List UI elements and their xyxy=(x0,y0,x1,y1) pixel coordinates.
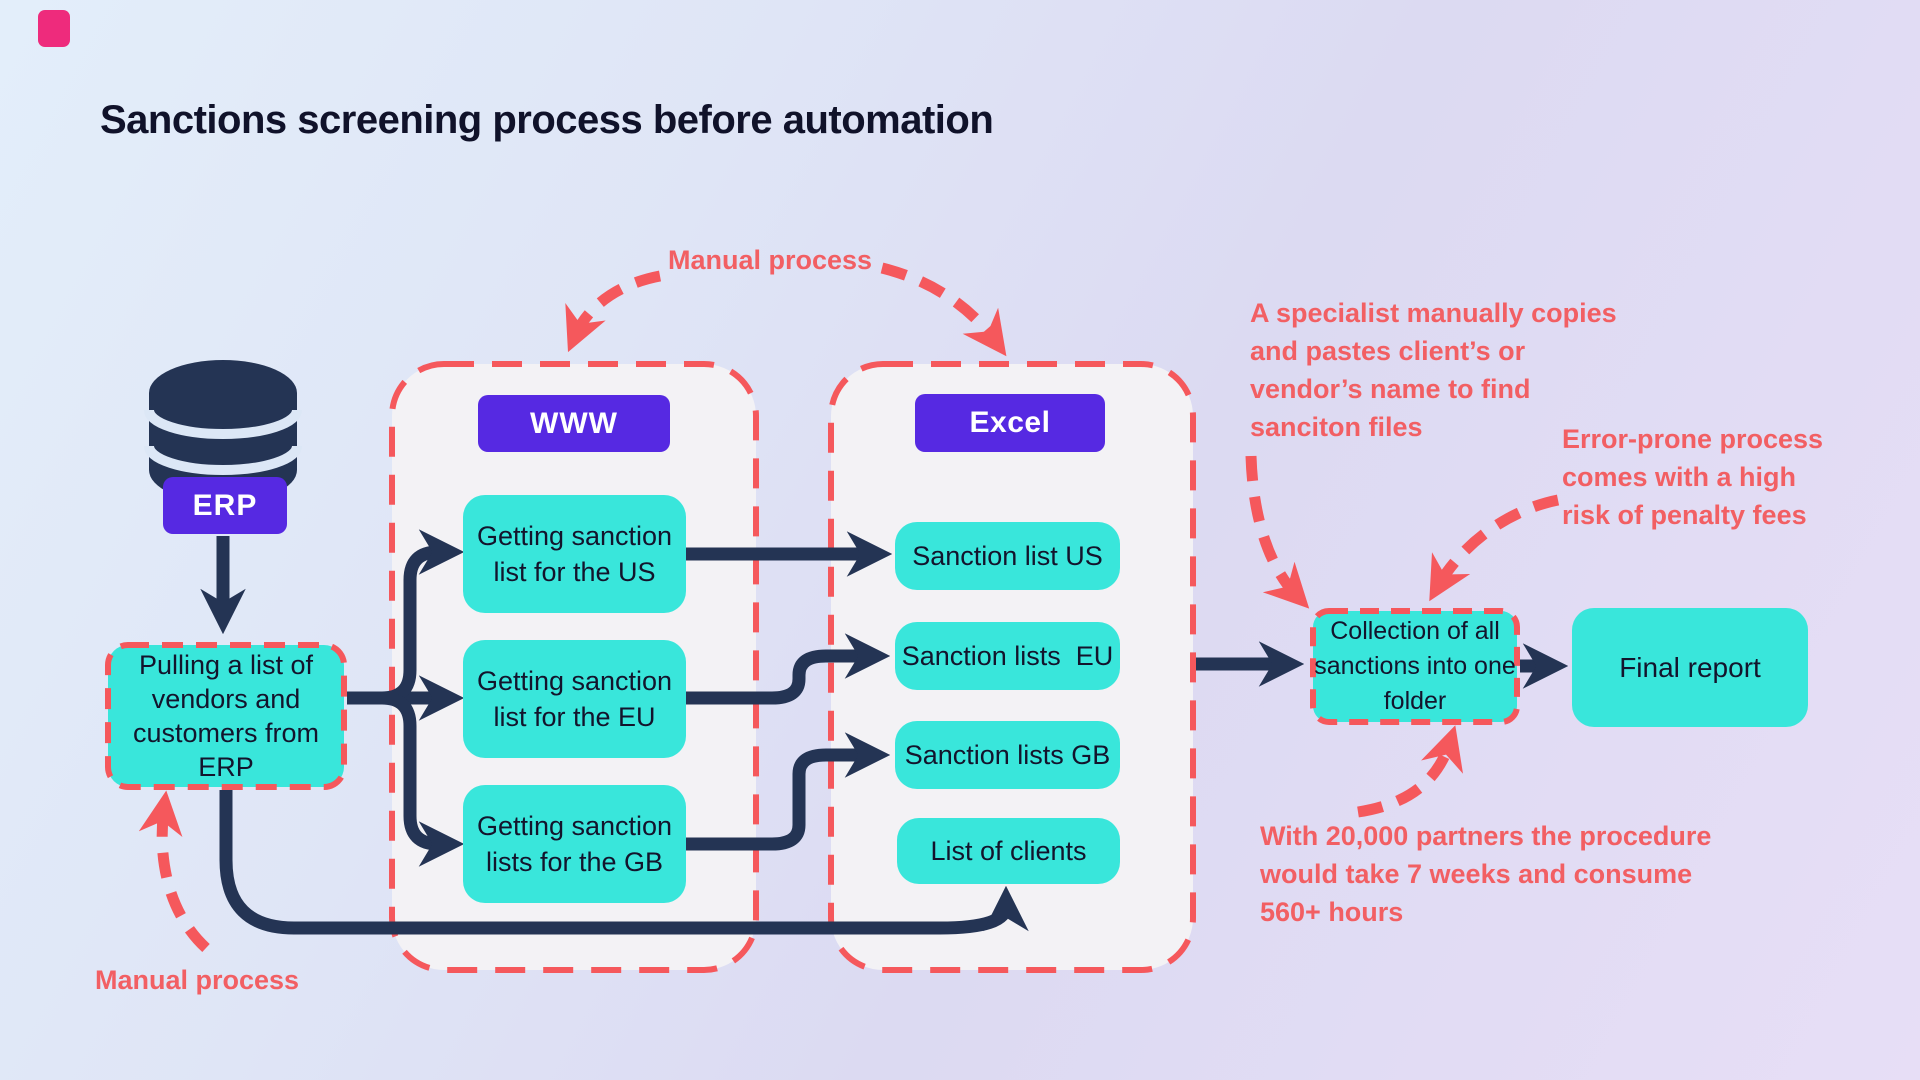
excel-item-list-of-clients: List of clients xyxy=(897,818,1120,884)
flow-arrows xyxy=(200,529,1569,935)
manual-process-label-top: Manual process xyxy=(668,245,873,275)
www-item-eu: Getting sanction list for the EU xyxy=(463,640,686,758)
pink-accent-square xyxy=(38,10,70,47)
manual-arrows xyxy=(138,262,1560,953)
erp-database-icon xyxy=(144,360,302,503)
error-arrow-to-collection xyxy=(1429,494,1560,602)
excel-item-sanction-list-us: Sanction list US xyxy=(895,522,1120,590)
manual-arrow-to-excel xyxy=(880,262,1007,357)
arrow-fork-down xyxy=(347,691,465,867)
arrow-gb-to-gb xyxy=(686,732,891,851)
arrow-pulling-to-clients xyxy=(219,790,1029,935)
pulling-box: Pulling a list of vendors and customers … xyxy=(132,650,320,782)
excel-item-sanction-lists-gb: Sanction lists GB xyxy=(895,721,1120,789)
arrow-eu-to-eu xyxy=(686,633,891,705)
excel-item-sanction-lists-eu: Sanction lists EU xyxy=(895,622,1120,690)
manual-process-label-bottom: Manual process xyxy=(95,965,300,995)
www-header: WWW xyxy=(478,395,670,452)
partners-annotation: With 20,000 partners the procedure would… xyxy=(1260,821,1712,927)
error-prone-annotation: Error-prone process comes with a high ri… xyxy=(1562,424,1824,530)
www-item-gb: Getting sanction lists for the GB xyxy=(463,785,686,903)
pulling-box-shape xyxy=(105,642,347,790)
www-item-us: Getting sanction list for the US xyxy=(463,495,686,613)
final-report-box: Final report xyxy=(1572,608,1808,727)
collection-box: Collection of all sanctions into one fol… xyxy=(1314,617,1516,715)
excel-header: Excel xyxy=(915,394,1105,452)
partners-arrow-to-collection xyxy=(1357,725,1464,818)
page-title: Sanctions screening process before autom… xyxy=(100,98,994,142)
erp-label: ERP xyxy=(163,477,287,534)
manual-arrow-to-pulling xyxy=(138,790,210,953)
specialist-annotation: A specialist manually copies and pastes … xyxy=(1250,298,1617,442)
manual-arrow-to-www xyxy=(565,270,662,353)
specialist-arrow-to-collection xyxy=(1245,455,1310,609)
collection-box-shape xyxy=(1310,608,1520,725)
